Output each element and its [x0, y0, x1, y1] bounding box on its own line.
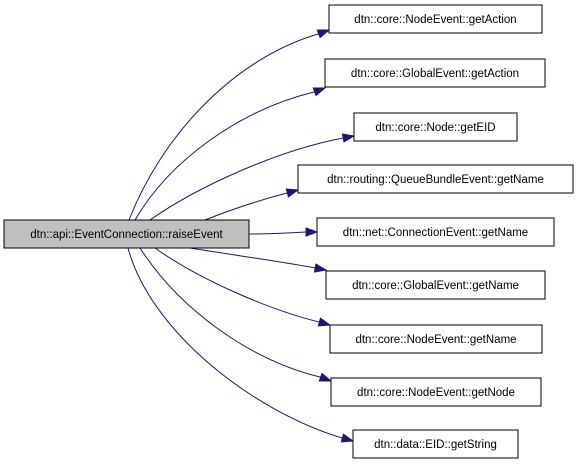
arrowhead-6	[313, 263, 328, 273]
arrowhead-2	[312, 87, 327, 97]
target-node-label: dtn::core::NodeEvent::getNode	[357, 387, 515, 399]
arrowhead-4	[285, 188, 300, 198]
arrowhead-8	[318, 372, 333, 382]
target-node-label: dtn::core::NodeEvent::getAction	[354, 14, 516, 26]
target-node-label: dtn::routing::QueueBundleEvent::getName	[327, 174, 544, 186]
edges	[127, 29, 356, 443]
target-node-nodeevent-getname[interactable]: dtn::core::NodeEvent::getName	[329, 324, 543, 354]
target-node-globalevent-getaction[interactable]: dtn::core::GlobalEvent::getAction	[324, 58, 546, 88]
target-node-label: dtn::net::ConnectionEvent::getName	[343, 227, 528, 239]
edge-5	[248, 231, 307, 235]
target-node-queuebundleevent-getname[interactable]: dtn::routing::QueueBundleEvent::getName	[297, 164, 574, 194]
target-node-box	[297, 164, 574, 194]
target-node-nodeevent-getnode[interactable]: dtn::core::NodeEvent::getNode	[330, 377, 542, 407]
target-node-box	[324, 58, 546, 88]
edge-8	[139, 247, 321, 378]
target-node-box	[353, 112, 518, 142]
arrowhead-9	[340, 433, 355, 443]
source-node-box	[3, 219, 250, 249]
target-node-label: dtn::core::GlobalEvent::getName	[352, 280, 519, 292]
edge-1	[128, 33, 319, 221]
target-node-box	[325, 270, 546, 300]
target-node-label: dtn::core::NodeEvent::getName	[355, 334, 516, 346]
target-node-node-geteid[interactable]: dtn::core::Node::getEID	[353, 112, 518, 142]
target-node-label: dtn::data::EID::getString	[374, 439, 497, 451]
target-node-box	[316, 217, 555, 247]
target-node-connectionevent-getname[interactable]: dtn::net::ConnectionEvent::getName	[316, 217, 555, 247]
target-node-globalevent-getname[interactable]: dtn::core::GlobalEvent::getName	[325, 270, 546, 300]
edge-9	[127, 247, 343, 439]
target-node-nodeevent-getaction[interactable]: dtn::core::NodeEvent::getAction	[328, 4, 543, 34]
target-node-box	[328, 4, 543, 34]
source-node[interactable]: dtn::api::EventConnection::raiseEvent	[3, 219, 250, 249]
edge-4	[204, 192, 288, 221]
edge-3	[149, 137, 344, 221]
edge-2	[134, 91, 315, 221]
target-node-label: dtn::core::Node::getEID	[375, 122, 495, 134]
target-node-box	[330, 377, 542, 407]
target-node-label: dtn::core::GlobalEvent::getAction	[351, 68, 519, 80]
arrowhead-5	[305, 227, 319, 237]
target-node-box	[329, 324, 543, 354]
edge-7	[154, 247, 320, 323]
arrowhead-1	[316, 29, 331, 39]
source-node-label: dtn::api::EventConnection::raiseEvent	[30, 229, 223, 241]
nodes: dtn::api::EventConnection::raiseEvent dt…	[3, 4, 574, 459]
arrowhead-3	[341, 133, 356, 143]
target-node-eid-getstring[interactable]: dtn::data::EID::getString	[352, 429, 519, 459]
edge-6	[189, 247, 316, 269]
arrowhead-7	[317, 317, 332, 327]
target-node-box	[352, 429, 519, 459]
